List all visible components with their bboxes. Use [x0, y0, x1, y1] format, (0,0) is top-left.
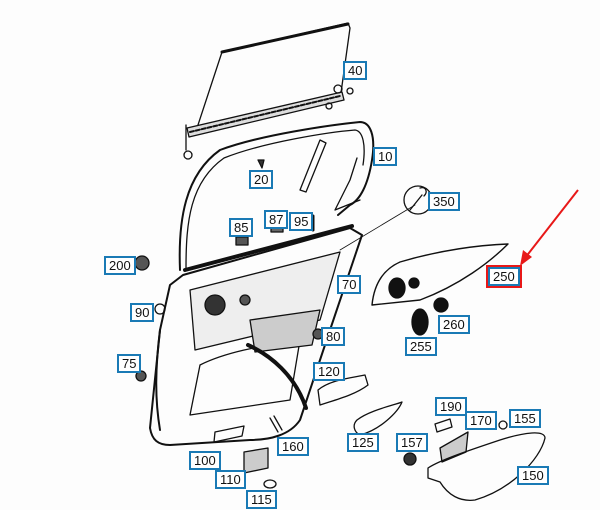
- callout-10[interactable]: 10: [373, 147, 398, 166]
- door-trim-panel-part: [149, 224, 363, 446]
- speaker-255-part: [411, 308, 429, 336]
- callout-255[interactable]: 255: [405, 337, 437, 356]
- callout-70[interactable]: 70: [337, 275, 362, 294]
- light-100-part: [213, 425, 245, 443]
- callout-260[interactable]: 260: [438, 315, 470, 334]
- callout-85[interactable]: 85: [229, 218, 254, 237]
- callout-150[interactable]: 150: [517, 466, 549, 485]
- handle-bezel-part: [353, 401, 403, 436]
- callout-115[interactable]: 115: [246, 490, 277, 509]
- callout-155[interactable]: 155: [509, 409, 541, 428]
- cap-190-part: [434, 418, 453, 433]
- callout-170[interactable]: 170: [465, 411, 497, 430]
- housing-110-part: [243, 447, 269, 474]
- window-frame-trim-part: [178, 121, 375, 271]
- speaker-trim-part: [371, 243, 509, 306]
- speaker-260-part: [433, 297, 449, 313]
- callout-125[interactable]: 125: [347, 433, 379, 452]
- callout-120[interactable]: 120: [313, 362, 345, 381]
- callout-95[interactable]: 95: [289, 212, 314, 231]
- switch-170-part: [439, 431, 469, 463]
- callout-110[interactable]: 110: [215, 470, 246, 489]
- callout-87[interactable]: 87: [264, 210, 289, 229]
- armrest-150-part: [427, 432, 546, 501]
- callout-200[interactable]: 200: [104, 256, 136, 275]
- callout-157[interactable]: 157: [396, 433, 428, 452]
- callout-350[interactable]: 350: [428, 192, 460, 211]
- callout-20[interactable]: 20: [249, 170, 274, 189]
- grommet-157-part: [403, 452, 417, 466]
- fastener-90: [154, 303, 166, 315]
- callout-80[interactable]: 80: [321, 327, 346, 346]
- callout-250[interactable]: 250: [486, 265, 522, 288]
- cable-part: [246, 343, 308, 410]
- leader-line: [339, 204, 416, 251]
- fastener-200: [134, 255, 150, 271]
- clip-155-part: [498, 420, 508, 430]
- callout-90[interactable]: 90: [130, 303, 155, 322]
- callout-100[interactable]: 100: [189, 451, 221, 470]
- callout-160[interactable]: 160: [277, 437, 309, 456]
- highlight-arrow: [520, 189, 579, 266]
- callout-40[interactable]: 40: [343, 61, 368, 80]
- door-handle-part: [317, 374, 369, 406]
- callout-75[interactable]: 75: [117, 354, 142, 373]
- window-sunshade-part: [183, 22, 354, 160]
- callout-190[interactable]: 190: [435, 397, 467, 416]
- bulb-115-part: [263, 479, 277, 489]
- screw-part: [269, 415, 283, 433]
